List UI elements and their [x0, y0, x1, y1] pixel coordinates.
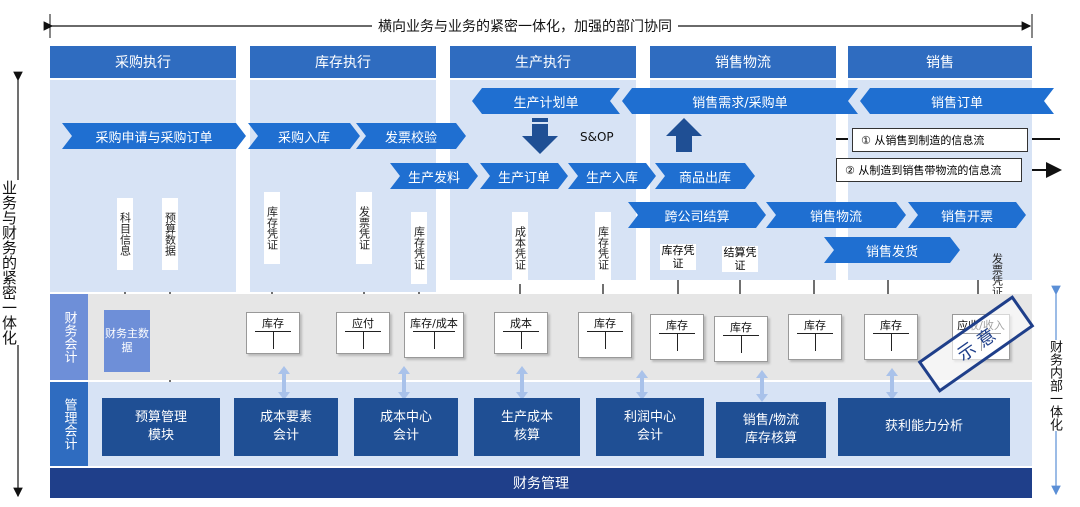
mgmt-profit-center: 利润中心 会计 [596, 398, 704, 456]
chevron-sales-order: 销售订单 [860, 88, 1054, 114]
sop-label: S&OP [580, 130, 614, 144]
left-axis-title: 业务与财务的紧密一体化 [0, 180, 20, 345]
label-subject-info: 科目信息 [117, 198, 133, 270]
column-header-sales: 销售 [848, 46, 1032, 78]
page-title: 横向业务与业务的紧密一体化，加强的部门协同 [372, 16, 678, 36]
column-header-inventory: 库存执行 [250, 46, 436, 78]
label-invoice-voucher: 发票凭证 [356, 192, 372, 264]
finance-accounting-label: 财务会计 [50, 294, 88, 380]
down-arrow-icon [522, 118, 558, 154]
finance-doc: 库存/成本 [404, 312, 464, 358]
chevron-goods-out: 商品出库 [655, 163, 755, 189]
chevron-sales-demand: 销售需求/采购单 [622, 88, 858, 114]
label-settle-voucher: 结算凭证 [722, 246, 758, 272]
finance-management-bar: 财务管理 [50, 468, 1032, 498]
finance-master-data: 财务主数据 [104, 310, 150, 372]
info-flow-1: ① 从销售到制造的信息流 [852, 128, 1028, 152]
finance-doc: 库存 [246, 312, 300, 354]
mgmt-cost-center: 成本中心 会计 [354, 398, 458, 456]
info-flow-2: ② 从制造到销售带物流的信息流 [836, 158, 1022, 182]
column-header-production: 生产执行 [450, 46, 636, 78]
chevron-prod-plan: 生产计划单 [472, 88, 620, 114]
label-stock-voucher-2: 库存凭证 [411, 212, 427, 284]
up-arrow-icon [666, 118, 702, 152]
column-header-logistics: 销售物流 [650, 46, 836, 78]
chevron-invoice-check: 发票校验 [356, 123, 466, 149]
chevron-prod-in: 生产入库 [568, 163, 656, 189]
chevron-prod-order: 生产订单 [480, 163, 568, 189]
finance-doc: 成本 [494, 312, 548, 354]
finance-doc: 库存 [714, 316, 768, 362]
chevron-sales-logistics: 销售物流 [766, 202, 906, 228]
label-budget-data: 预算数据 [162, 198, 178, 270]
chevron-purchase-request: 采购申请与采购订单 [62, 123, 246, 149]
chevron-prod-issue: 生产发料 [390, 163, 478, 189]
management-accounting-label: 管理会计 [50, 382, 88, 466]
chevron-sales-invoice: 销售开票 [908, 202, 1026, 228]
label-stock-voucher-4: 库存凭证 [660, 244, 696, 270]
mgmt-logistics-inventory: 销售/物流 库存核算 [716, 402, 826, 458]
chevron-sales-delivery: 销售发货 [824, 237, 960, 263]
finance-doc: 应付 [336, 312, 390, 354]
chevron-intercompany: 跨公司结算 [628, 202, 766, 228]
column-panel-purchase [50, 80, 236, 292]
right-axis-title: 财务内部一体化 [1047, 340, 1064, 431]
label-cost-voucher: 成本凭证 [512, 212, 528, 284]
finance-doc: 库存 [864, 314, 918, 360]
finance-doc: 库存 [650, 314, 704, 360]
label-stock-voucher-1: 库存凭证 [264, 192, 280, 264]
label-invoice-voucher-2: 发票凭证 [990, 253, 1004, 297]
finance-doc: 库存 [788, 314, 842, 360]
column-header-purchase: 采购执行 [50, 46, 236, 78]
finance-doc: 库存 [578, 312, 632, 358]
mgmt-profitability: 获利能力分析 [838, 398, 1010, 456]
label-stock-voucher-3: 库存凭证 [595, 212, 611, 284]
chevron-purchase-in: 采购入库 [248, 123, 360, 149]
mgmt-budget: 预算管理 模块 [102, 398, 220, 456]
mgmt-production-cost: 生产成本 核算 [474, 398, 580, 456]
mgmt-cost-element: 成本要素 会计 [234, 398, 338, 456]
